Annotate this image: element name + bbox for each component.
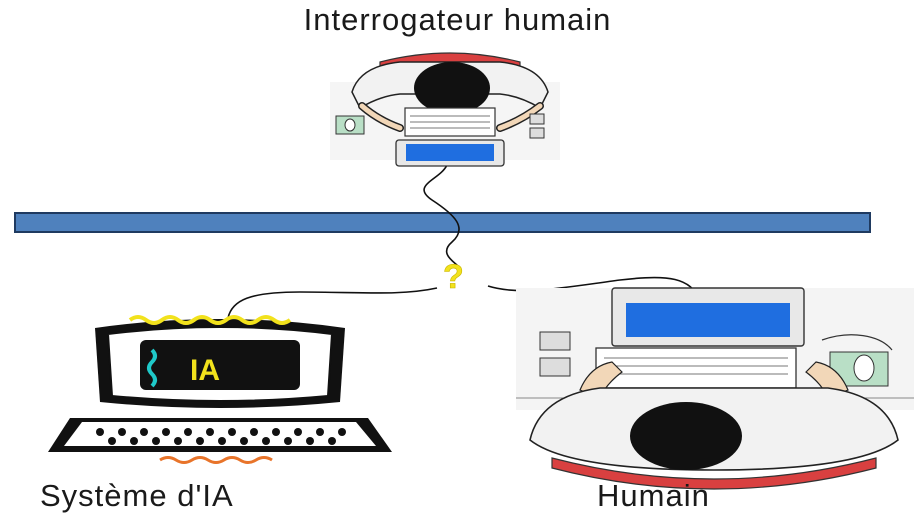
human-label: Humain [597, 478, 710, 513]
screen-ia-text: IA [190, 354, 220, 387]
ai-wire [227, 287, 438, 319]
ai-system-label: Système d'IA [40, 478, 234, 513]
separation-wall [14, 212, 871, 233]
interrogator-wire [423, 164, 461, 269]
diagram-title: Interrogateur humain [303, 2, 612, 37]
interrogator-icon [330, 52, 560, 167]
human-icon [516, 287, 914, 490]
question-mark: ? [443, 258, 464, 296]
ai-computer-icon: IA [48, 315, 392, 464]
